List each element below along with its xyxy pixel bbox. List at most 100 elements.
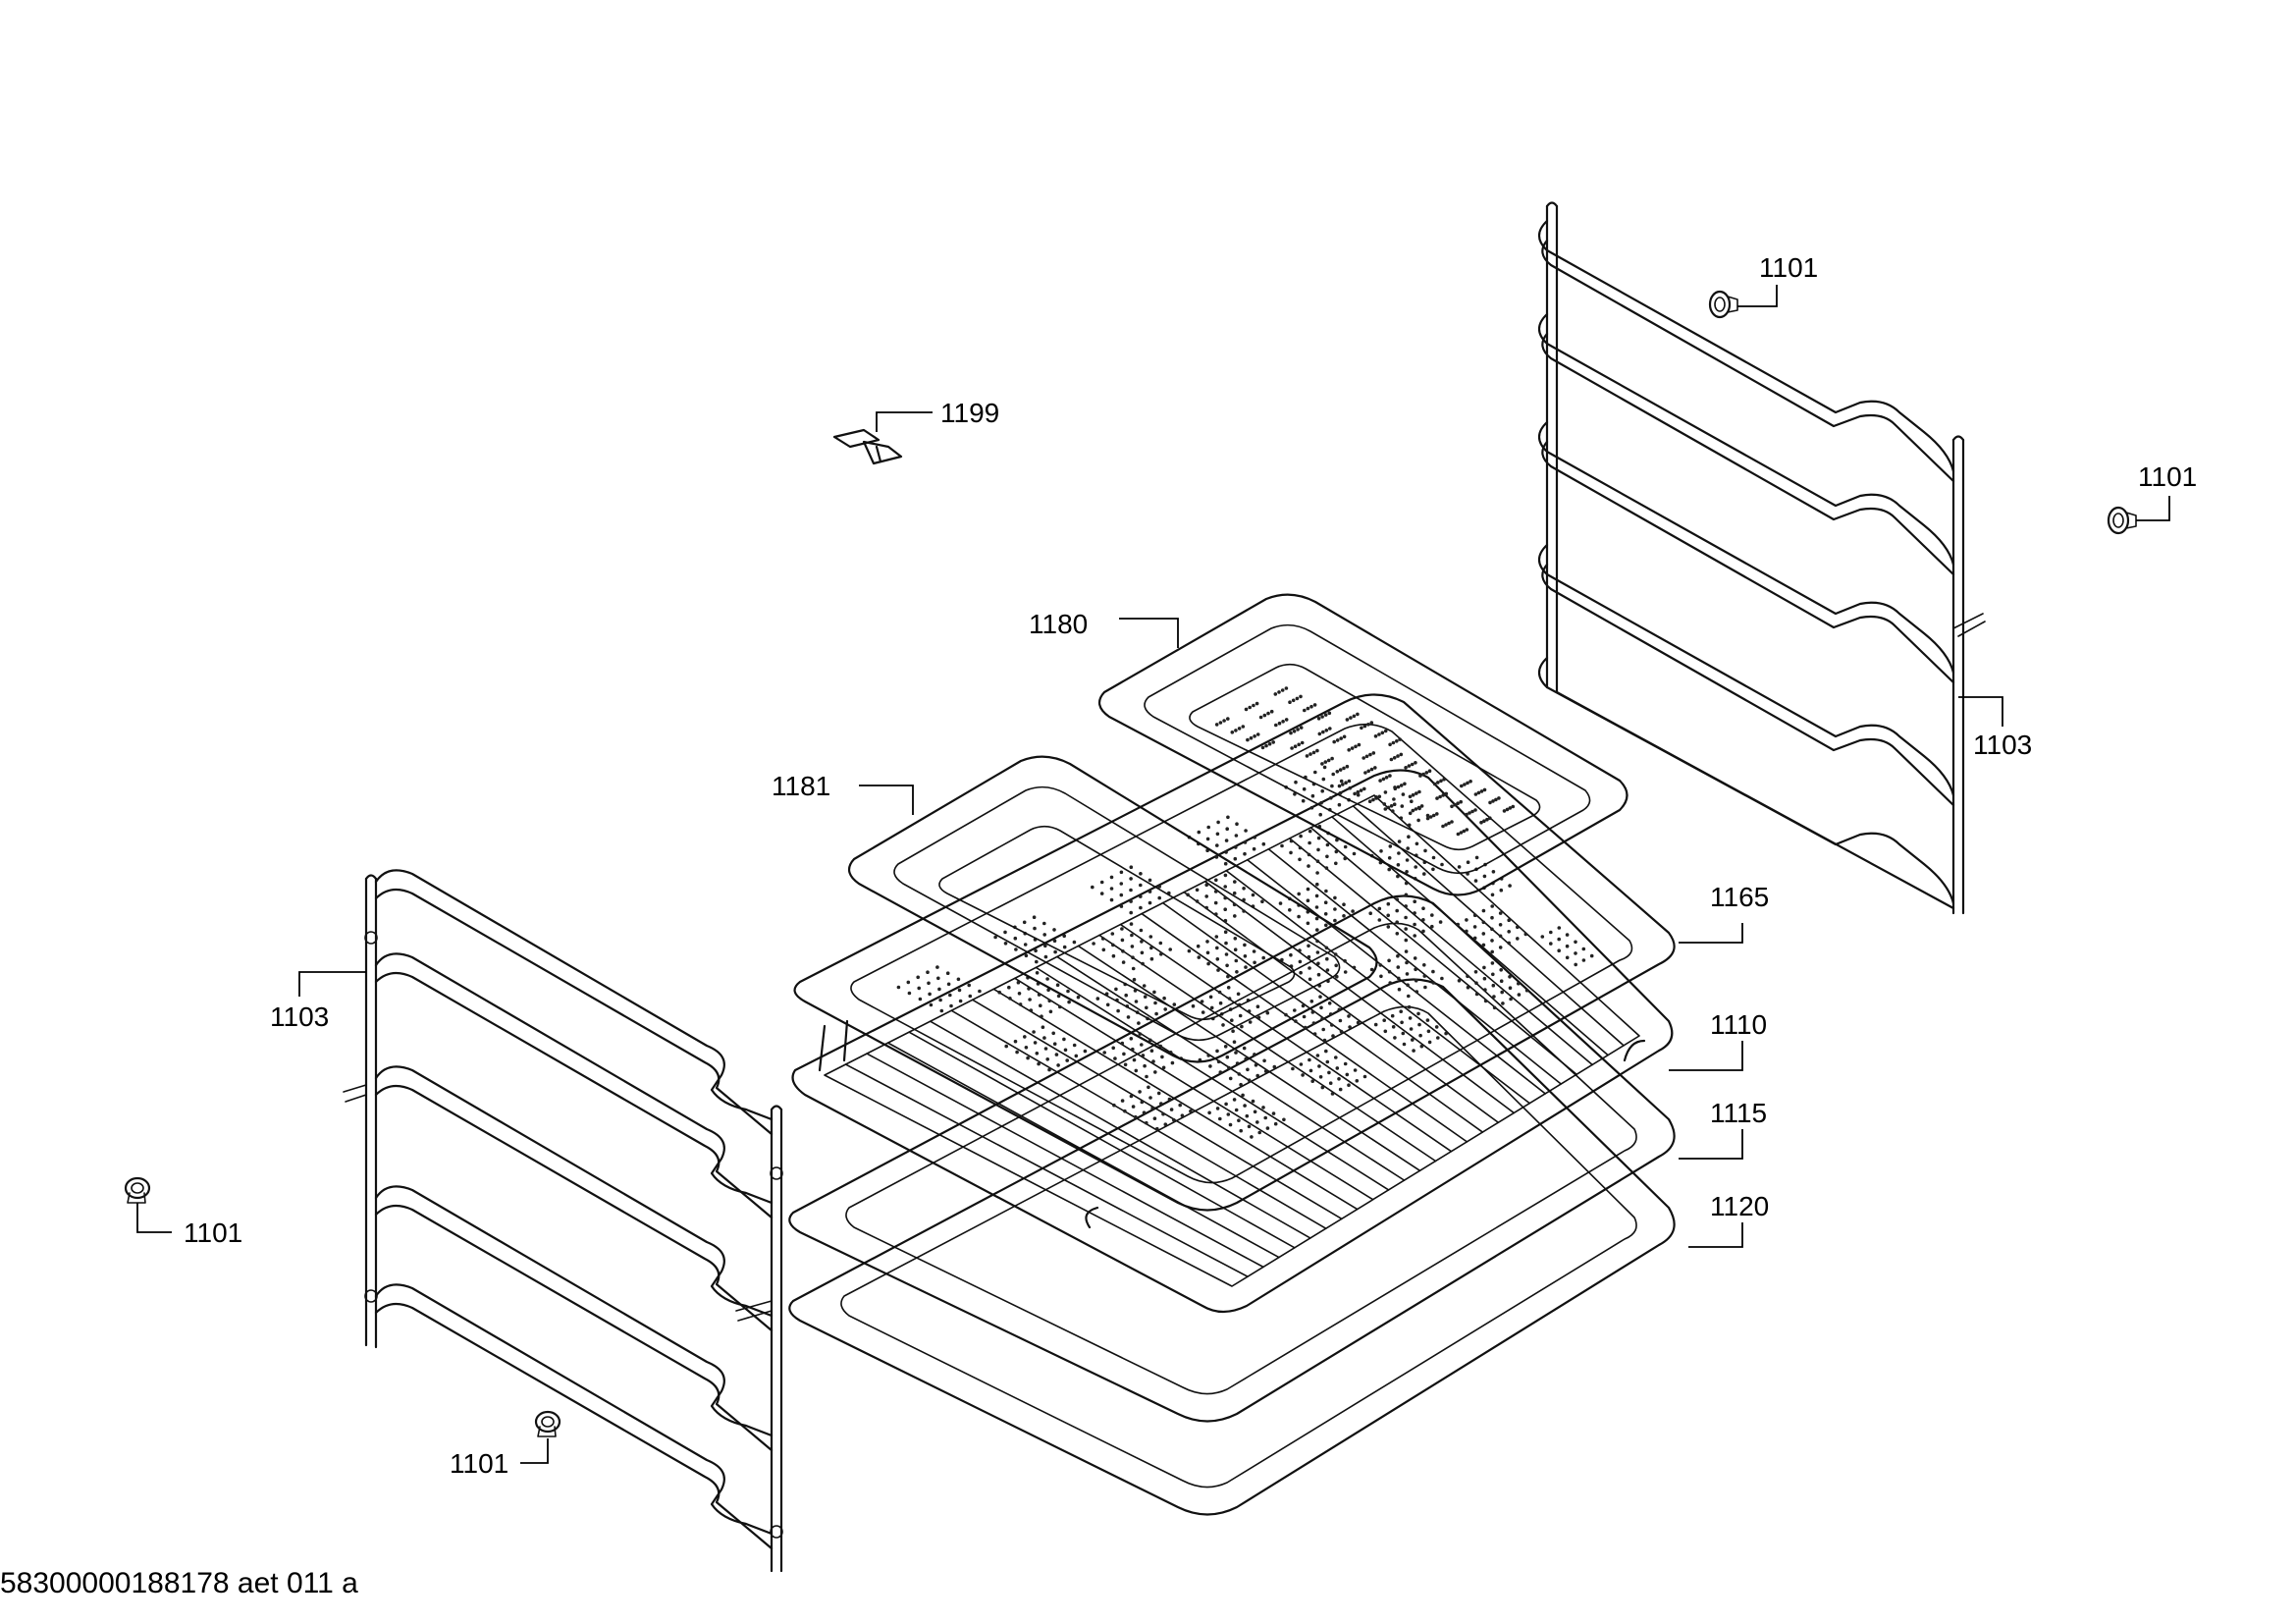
perforation-hole bbox=[1399, 816, 1404, 820]
perforation-hole bbox=[1052, 939, 1057, 943]
perforation-hole bbox=[1392, 797, 1396, 801]
perforation-hole bbox=[1008, 997, 1012, 1001]
rack-bar bbox=[1014, 977, 1374, 1201]
rack-bar bbox=[929, 1020, 1311, 1239]
perforation-hole bbox=[1132, 1057, 1137, 1062]
perforation-hole bbox=[1468, 811, 1471, 815]
perforation-hole bbox=[1404, 938, 1409, 943]
perforation-hole bbox=[1326, 758, 1331, 763]
perforation-hole bbox=[1042, 921, 1046, 926]
perforation-hole bbox=[1432, 782, 1437, 786]
perforation-hole bbox=[1240, 1024, 1244, 1029]
perforation-hole bbox=[1320, 762, 1324, 766]
perforation-hole bbox=[1379, 974, 1383, 979]
perforation-hole bbox=[1335, 738, 1340, 742]
perforation-hole bbox=[1306, 921, 1310, 926]
document-code: 58300000188178 aet 011 a bbox=[0, 1567, 358, 1599]
perforation-hole bbox=[1265, 1126, 1270, 1130]
perforation-hole bbox=[1481, 943, 1486, 947]
perforation-hole bbox=[1129, 899, 1133, 903]
perforation-hole bbox=[1234, 1108, 1239, 1112]
perforation-hole bbox=[1243, 1104, 1247, 1108]
perforation-hole bbox=[1422, 872, 1426, 876]
perforation-hole bbox=[1231, 1029, 1235, 1033]
perforation-hole bbox=[1253, 836, 1256, 839]
perforation-hole bbox=[1441, 793, 1445, 797]
perforation-hole bbox=[1043, 1047, 1048, 1051]
perforation-hole bbox=[1228, 1076, 1233, 1081]
perforation-hole bbox=[1456, 832, 1461, 837]
perforation-hole bbox=[1435, 812, 1439, 816]
perforation-hole bbox=[1388, 981, 1392, 985]
perforation-hole bbox=[1395, 908, 1399, 913]
perforation-hole bbox=[1024, 1046, 1029, 1050]
perforation-hole bbox=[1347, 1083, 1351, 1087]
perforation-hole bbox=[1373, 1022, 1378, 1027]
perforation-hole bbox=[1172, 1002, 1177, 1006]
perforation-hole bbox=[1411, 808, 1415, 813]
perforation-hole bbox=[1134, 1068, 1139, 1073]
perforation-hole bbox=[1233, 856, 1238, 861]
perforation-hole bbox=[1343, 958, 1347, 963]
perforation-hole bbox=[1315, 950, 1320, 954]
perforation-hole bbox=[1145, 1074, 1148, 1079]
perforation-hole bbox=[1303, 708, 1307, 713]
perforation-hole bbox=[1323, 760, 1328, 764]
perforation-hole bbox=[1224, 839, 1229, 842]
perforation-hole bbox=[1153, 1070, 1157, 1074]
perforation-hole bbox=[1147, 1085, 1150, 1090]
perforation-hole bbox=[1315, 748, 1319, 753]
perforation-hole bbox=[1139, 872, 1143, 876]
perforation-hole bbox=[1441, 824, 1445, 829]
label-1199: 1199 bbox=[940, 398, 999, 428]
perforation-hole bbox=[1041, 1025, 1045, 1029]
perforation-hole bbox=[978, 989, 982, 994]
perforation-hole bbox=[1225, 827, 1229, 831]
perforation-hole bbox=[1391, 809, 1395, 813]
perforation-hole bbox=[1314, 916, 1319, 921]
side-rail-left bbox=[343, 869, 783, 1573]
perforation-hole bbox=[1226, 974, 1230, 979]
perforation-hole bbox=[1414, 978, 1418, 983]
perforation-hole bbox=[1251, 1099, 1255, 1104]
perforation-hole bbox=[1262, 1058, 1266, 1063]
perforation-hole bbox=[1047, 1067, 1051, 1072]
perforation-hole bbox=[1356, 712, 1360, 717]
perforation-hole bbox=[1153, 1001, 1157, 1005]
perforation-hole bbox=[1415, 841, 1419, 846]
perforation-hole bbox=[1482, 976, 1487, 981]
perforation-hole bbox=[1373, 734, 1378, 738]
perforation-hole bbox=[1425, 813, 1430, 818]
perforation-hole bbox=[1389, 757, 1394, 762]
perforation-hole bbox=[1092, 942, 1095, 946]
perforation-hole bbox=[1324, 946, 1329, 950]
perforation-hole bbox=[1325, 1059, 1330, 1064]
perforation-hole bbox=[1348, 785, 1352, 790]
perforation-hole bbox=[1014, 947, 1018, 951]
perforation-hole bbox=[1413, 956, 1417, 960]
perforation-hole bbox=[1214, 723, 1219, 727]
perforation-hole bbox=[1321, 1027, 1325, 1032]
perforation-hole bbox=[1274, 723, 1278, 728]
perforation-hole bbox=[1273, 692, 1278, 696]
perforation-hole bbox=[1427, 1040, 1432, 1045]
perforation-hole bbox=[1238, 1013, 1243, 1018]
perforation-hole bbox=[1390, 1013, 1395, 1018]
perforation-hole bbox=[1327, 711, 1332, 716]
perforation-hole bbox=[1345, 764, 1350, 769]
perforation-hole bbox=[1233, 947, 1238, 951]
perforation-hole bbox=[1423, 985, 1427, 990]
perforation-hole bbox=[1237, 1118, 1241, 1122]
perforation-hole bbox=[1353, 1068, 1358, 1072]
perforation-hole bbox=[1214, 878, 1218, 883]
perforation-hole bbox=[1214, 912, 1218, 916]
perforation-hole bbox=[1139, 894, 1143, 898]
perforation-hole bbox=[1427, 769, 1432, 773]
label-1165: 1165 bbox=[1710, 882, 1769, 912]
perforation-hole bbox=[1126, 1015, 1131, 1019]
perforation-hole bbox=[1284, 1012, 1288, 1017]
perforation-hole bbox=[948, 993, 952, 998]
perforation-hole bbox=[1335, 974, 1339, 979]
perforation-hole bbox=[1271, 740, 1275, 744]
perforation-hole bbox=[1421, 918, 1425, 922]
